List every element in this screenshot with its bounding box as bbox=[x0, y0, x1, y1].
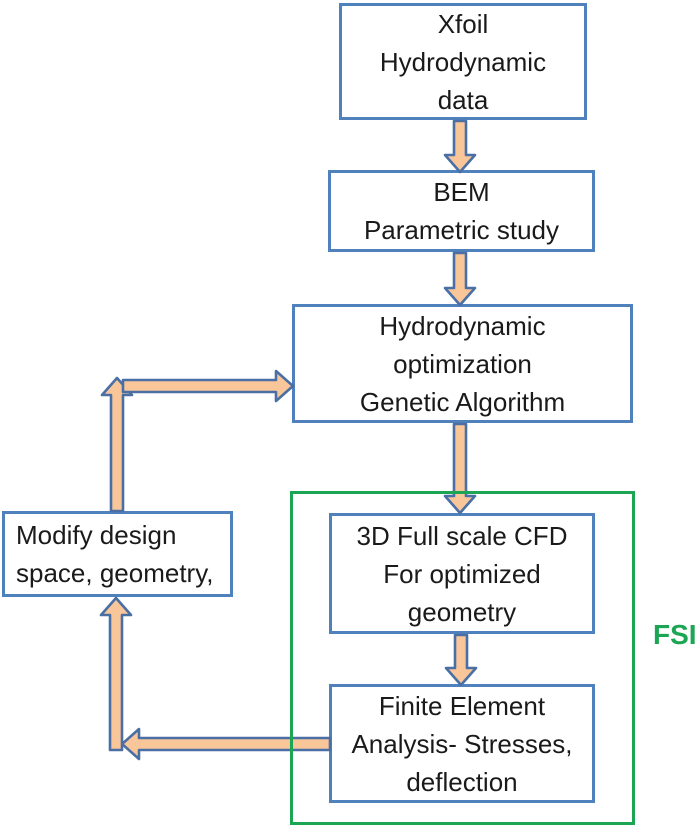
arrow-hydro-to-cfd-icon bbox=[443, 422, 477, 515]
arrow-up-to-modify-icon bbox=[99, 596, 133, 752]
arrow-xfoil-to-bem-icon bbox=[443, 119, 477, 174]
node-label: Finite Element Analysis- Stresses, defle… bbox=[351, 690, 573, 797]
node-label: BEM Parametric study bbox=[363, 177, 560, 245]
arrow-fea-to-left-icon bbox=[120, 727, 332, 761]
node-hydrodynamic-optimization: Hydrodynamic optimization Genetic Algori… bbox=[292, 304, 633, 423]
node-finite-element-analysis: Finite Element Analysis- Stresses, defle… bbox=[329, 684, 595, 803]
arrow-cfd-to-fea-icon bbox=[444, 633, 478, 687]
arrow-bem-to-hydro-icon bbox=[443, 251, 477, 307]
node-label: 3D Full scale CFD For optimized geometry bbox=[356, 520, 568, 627]
fsi-label: FSI bbox=[653, 619, 697, 650]
arrow-modify-up-icon bbox=[100, 376, 134, 513]
node-label: Modify design space, geometry, bbox=[16, 520, 214, 588]
arrow-right-to-hydro-icon bbox=[121, 369, 295, 403]
node-label: Xfoil Hydrodynamic data bbox=[379, 8, 547, 115]
node-bem-parametric-study: BEM Parametric study bbox=[328, 170, 595, 252]
node-modify-design-space: Modify design space, geometry, bbox=[2, 511, 233, 597]
node-3d-full-scale-cfd: 3D Full scale CFD For optimized geometry bbox=[329, 513, 595, 634]
node-label: Hydrodynamic optimization Genetic Algori… bbox=[359, 310, 566, 417]
node-xfoil-hydrodynamic-data: Xfoil Hydrodynamic data bbox=[339, 3, 587, 120]
